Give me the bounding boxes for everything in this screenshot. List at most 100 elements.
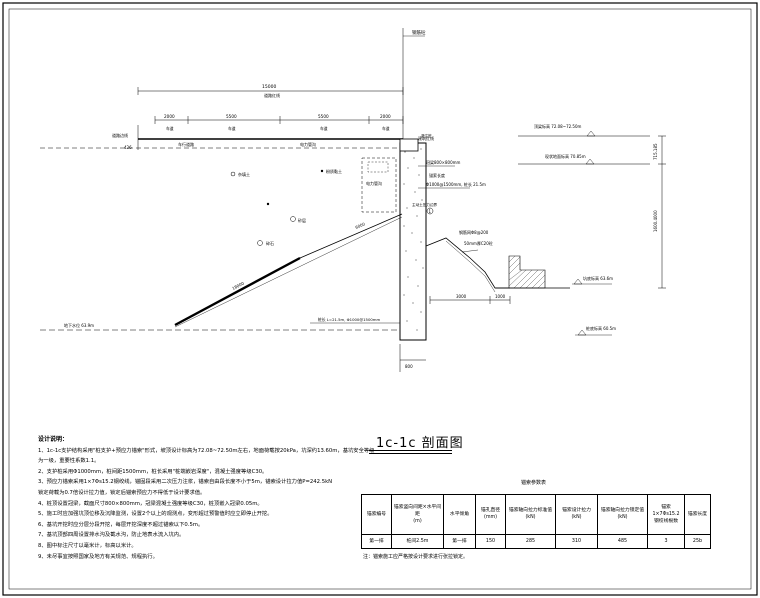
dim-seg-sub-0: 车道 — [166, 126, 174, 131]
label-pile: Φ1000@1500mm, 桩长 21.5m — [426, 181, 486, 187]
table-cell: 150 — [475, 533, 506, 550]
label-dim-800: 800 — [405, 364, 413, 369]
label-road-edge: 道路边线 — [112, 132, 128, 138]
note-line: 4、桩顶设置冠梁，截面尺寸800×800mm，冠梁混凝土强度等级C30，桩顶嵌入… — [38, 500, 263, 507]
soil-point-2 — [320, 169, 324, 173]
slope-line-offset — [445, 240, 496, 293]
note-line: 3、预应力锚索采用1×7Φs15.2钢绞线，锚固段采用二次压力注浆，锚索自由段长… — [38, 479, 333, 486]
table-cell: 第一排 — [361, 533, 392, 550]
label-elev-pile-tip: 桩底标高 60.5m — [586, 325, 616, 331]
label-soil-1: 杂填土 — [238, 171, 250, 177]
elev-ground-marker — [585, 158, 595, 165]
label-elev-top: 顶梁标高 72.08~72.50m — [534, 123, 582, 129]
table-header-cell: 锚孔直径(mm) — [475, 494, 506, 535]
pile-wall — [399, 142, 427, 341]
label-anchor-ref: 1 — [429, 209, 432, 214]
dim-seg-0: 2000 — [164, 114, 175, 119]
label-anchor-info: 锚索长度 — [429, 172, 445, 178]
note-line: 为一级，重要性系数1.1。 — [38, 458, 100, 465]
label-waterstop: 主动土压力边界 — [412, 202, 438, 207]
notes-heading: 设计说明： — [38, 436, 69, 443]
table-cell: 第一排 — [443, 533, 476, 550]
pile-hatch — [403, 148, 424, 331]
label-elev-ground: 现状地面标高 70.85m — [545, 153, 586, 159]
label-excavation: 坑底标高 63.6m — [583, 275, 613, 281]
table-cell: 485 — [597, 533, 648, 550]
title-underline-thick — [369, 450, 452, 451]
table-header-cell: 锚索编号 — [361, 494, 392, 535]
label-pile-bottom: 桩长 L=21.5m, Φ1000@1500mm — [318, 317, 380, 322]
note-line: 7、基坑顶部四周设置排水沟及截水沟，防止地表水流入坑内。 — [38, 532, 185, 539]
note-line: 9、未尽事宜按照国家及地方有关规范、规程执行。 — [38, 553, 158, 560]
table-header-cell: 锚索设计拉力(kN) — [555, 494, 598, 535]
label-pipe: 电力管沟 — [366, 180, 382, 186]
dim-seg-2: 5500 — [318, 114, 329, 119]
dim-seg-sub-1: 车道 — [228, 126, 236, 131]
section-title: 1c-1c 剖面图 — [376, 436, 464, 451]
pipe-box — [361, 157, 397, 213]
title-underline-thin — [369, 453, 452, 454]
ditch-hatch — [508, 255, 546, 289]
note-line: 2、支护桩采用Φ1000mm，桩间距1500mm，桩长采用"桩端嵌岩深度"，混凝… — [38, 468, 268, 475]
table-cell: 25b — [684, 533, 711, 550]
anchor-head-marker — [426, 207, 434, 215]
note-line: 5、施工时应加强坑顶位移及沉降监测，设置2个以上的观测点，变形超过预警值时应立即… — [38, 511, 273, 518]
label-soil-4: 碎石 — [266, 240, 274, 246]
label-soil-3: 砂层 — [298, 217, 306, 223]
anchor-outline — [174, 216, 403, 328]
elev-pile-marker — [577, 329, 587, 336]
table-cell: 285 — [505, 533, 556, 550]
inner-border — [8, 8, 752, 590]
label-lane: 车行道路 — [178, 141, 194, 147]
dim-seg-sub-2: 车道 — [320, 126, 328, 131]
table-cell: 310 — [555, 533, 598, 550]
elev-top-marker — [586, 130, 596, 137]
label-soil-2: 粉质黏土 — [326, 168, 342, 174]
table-header-row: 锚索编号 锚索竖向间距×水平间距(m) 水平倾角 锚孔直径(mm) 锚索轴向拉力… — [361, 494, 711, 535]
dim-right-2: 1600.4000 — [653, 210, 658, 232]
dim-seg-1: 5500 — [226, 114, 237, 119]
table-cell: 桩间2.5m — [391, 533, 444, 550]
label-water: 地下水位 63.9m — [64, 322, 94, 328]
ditch-block — [508, 255, 546, 289]
table-header-cell: 锚索轴向拉力锁定值(kN) — [597, 494, 648, 535]
soil-point-4 — [290, 216, 296, 222]
label-building: 建筑红线 — [418, 135, 434, 141]
table-header-cell: 锚索长度 — [684, 494, 711, 535]
table-row: 第一排 桩间2.5m 第一排 150 285 310 485 3 25b — [361, 533, 711, 550]
label-pile-name: 灌注桩 — [421, 133, 432, 138]
label-slope-len: 6000 — [354, 221, 366, 230]
label-cap-beam: 冠梁800×800mm — [426, 159, 461, 165]
dim-seg-3: 2000 — [380, 114, 391, 119]
table-header-cell: 锚索轴向拉力标准值(kN) — [505, 494, 556, 535]
dim-right-1: 715.185 — [653, 143, 658, 160]
soil-point-3 — [266, 202, 270, 206]
table-cell: 3 — [647, 533, 685, 550]
note-line: 8、图中标注尺寸以毫米计，标高以米计。 — [38, 542, 137, 549]
dim-seg-sub-3: 车道 — [382, 126, 390, 131]
cap-beam — [399, 138, 419, 152]
table-caption: 锚索参数表 — [521, 480, 547, 486]
leader-mesh — [461, 249, 479, 253]
note-line: 锁定荷载为0.7倍设计拉力值，锁定后锚索预应力不得低于设计要求值。 — [38, 489, 206, 496]
label-anchor-len: 18000 — [231, 280, 245, 290]
table-note: 注：锚索施工应严格按设计要求进行张拉锁定。 — [363, 554, 469, 560]
label-pipe-top: 电力管沟 — [300, 141, 316, 147]
label-left-height: 426 — [124, 145, 132, 150]
anchor-bonded — [174, 256, 301, 327]
dim-total: 15000 — [262, 84, 276, 90]
soil-point-1 — [230, 171, 236, 177]
anchor-parameter-table: 锚索编号 锚索竖向间距×水平间距(m) 水平倾角 锚孔直径(mm) 锚索轴向拉力… — [361, 494, 711, 550]
pipe-box-inner — [367, 161, 389, 173]
table-header-cell: 锚索竖向间距×水平间距(m) — [391, 494, 444, 535]
base-marker — [573, 278, 583, 285]
anchor-free — [299, 213, 403, 259]
label-dim-3000: 3000 — [456, 294, 467, 299]
design-notes: 设计说明： 1、1c-1c支护结构采用"桩支护+预应力锚索"形式，坡顶设计标高为… — [38, 435, 375, 562]
dim-total-sub: 道路红线 — [264, 92, 280, 98]
note-line: 1、1c-1c支护结构采用"桩支护+预应力锚索"形式，坡顶设计标高为72.08~… — [38, 447, 375, 454]
table-header-cell: 水平倾角 — [443, 494, 476, 535]
label-vertical: 钢筋砼 — [412, 29, 426, 36]
